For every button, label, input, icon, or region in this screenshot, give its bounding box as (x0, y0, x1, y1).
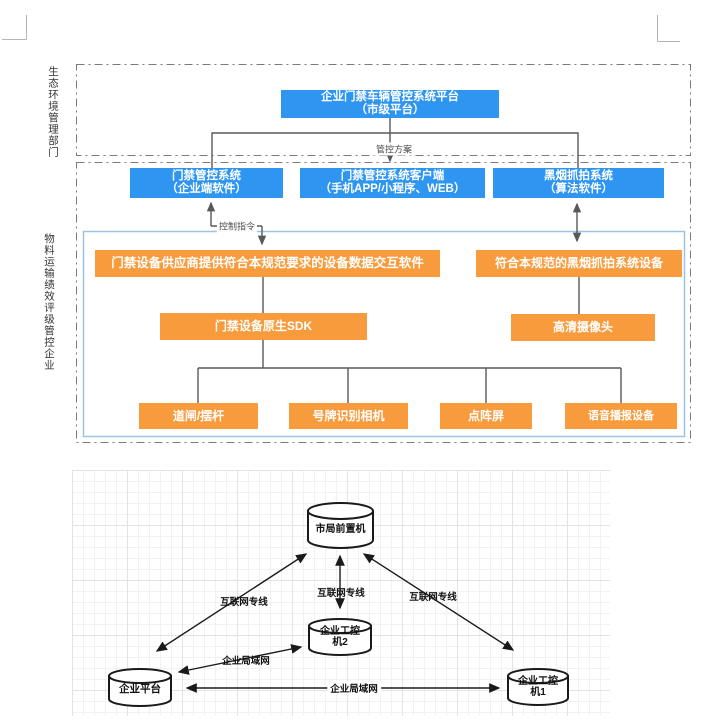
node-city-front-machine: 市局前置机 (315, 523, 366, 535)
enterprise-platform-cylinder (108, 668, 172, 707)
node-access-control-line1: 门禁管控系统 (172, 170, 241, 182)
node-interaction-software: 门禁设备供应商提供符合本规范要求的设备数据交互软件 (95, 250, 440, 277)
device-container (82, 230, 686, 438)
edge-label-internet-right: 互联网专线 (409, 592, 457, 603)
edge-label-lan-upper: 企业局域网 (222, 656, 270, 667)
node-smoke-capture-line2: （算法软件） (544, 183, 613, 195)
node-device-sdk: 门禁设备原生SDK (160, 313, 367, 340)
edge-label-control-plan: 管控方案 (373, 142, 415, 156)
ipc1-cylinder (507, 668, 569, 706)
node-voice-broadcast: 语音播报设备 (565, 403, 677, 429)
city-front-machine-cylinder (307, 502, 374, 549)
node-smoke-capture-line1: 黑烟抓拍系统 (544, 170, 613, 182)
node-client: 门禁管控系统客户端 （手机APP/小程序、WEB） (300, 168, 485, 198)
node-access-control-line2: （企业端软件） (166, 183, 247, 195)
node-enterprise-platform: 企业平台 (119, 682, 161, 695)
lane-label-env-dept: 生态环境管理部门 (47, 66, 59, 158)
node-plate-camera: 号牌识别相机 (289, 403, 408, 429)
node-ipc2: 企业工控机2 (320, 626, 360, 648)
node-ipc1: 企业工控机1 (518, 676, 558, 698)
node-client-line2: （手机APP/小程序、WEB） (319, 183, 466, 195)
enterprise-boundary (76, 162, 691, 443)
node-city-platform-line1: 企业门禁车辆管控系统平台 (321, 91, 459, 103)
node-hd-camera: 高清摄像头 (511, 314, 655, 341)
node-city-platform: 企业门禁车辆管控系统平台 （市级平台） (281, 90, 499, 118)
edge-label-internet-left: 互联网专线 (220, 597, 268, 608)
node-smoke-device: 符合本规范的黑烟抓拍系统设备 (476, 250, 682, 277)
node-access-control-system: 门禁管控系统 （企业端软件） (130, 168, 283, 198)
env-dept-boundary (76, 64, 691, 156)
edge-label-control-command: 控制指令 (216, 219, 258, 233)
edge-label-internet-middle: 互联网专线 (317, 588, 365, 599)
lane-label-enterprise: 物料运输绩效评级管控企业 (43, 233, 55, 371)
page-corner-marks (2, 15, 680, 42)
node-city-platform-line2: （市级平台） (355, 104, 425, 116)
node-smoke-capture-system: 黑烟抓拍系统 （算法软件） (493, 168, 664, 198)
ipc2-cylinder (308, 618, 372, 656)
node-client-line1: 门禁管控系统客户端 (340, 170, 445, 182)
node-barrier-gate: 道闸/摆杆 (139, 403, 258, 429)
node-dot-matrix-screen: 点阵屏 (440, 403, 532, 429)
edge-label-lan-lower: 企业局域网 (327, 681, 381, 695)
